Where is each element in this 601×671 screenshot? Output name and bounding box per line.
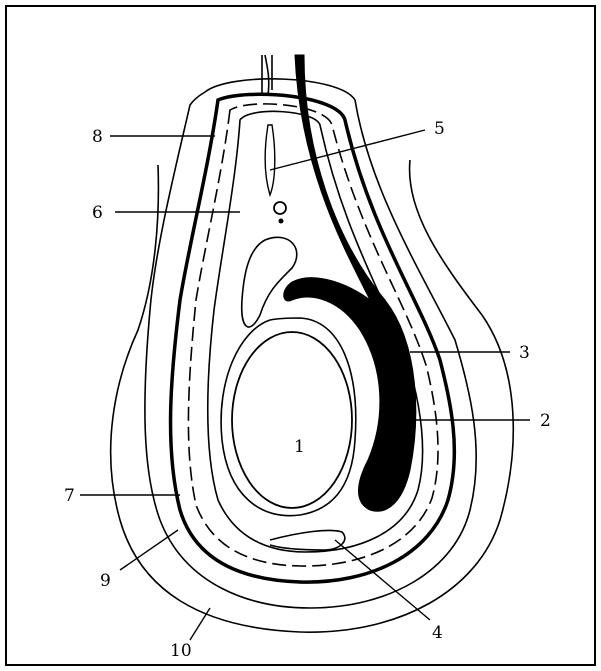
slit-5 — [265, 125, 275, 195]
label-7: 7 — [64, 486, 75, 506]
label-1: 1 — [294, 437, 305, 457]
label-5: 5 — [434, 119, 445, 139]
neck-tube — [262, 55, 272, 95]
pocket-4 — [270, 530, 345, 550]
upper-blob — [242, 237, 297, 327]
leader-10 — [190, 608, 210, 640]
label-6: 6 — [92, 203, 103, 223]
core-1 — [232, 332, 352, 508]
label-3: 3 — [519, 343, 530, 363]
label-9: 9 — [100, 571, 111, 591]
leader-9 — [120, 530, 178, 570]
inner-layer — [221, 318, 356, 516]
label-4: 4 — [432, 623, 443, 643]
small-dot — [279, 219, 284, 224]
label-10: 10 — [170, 641, 192, 661]
label-8: 8 — [92, 127, 103, 147]
label-2: 2 — [540, 411, 551, 431]
small-circle — [274, 202, 286, 214]
